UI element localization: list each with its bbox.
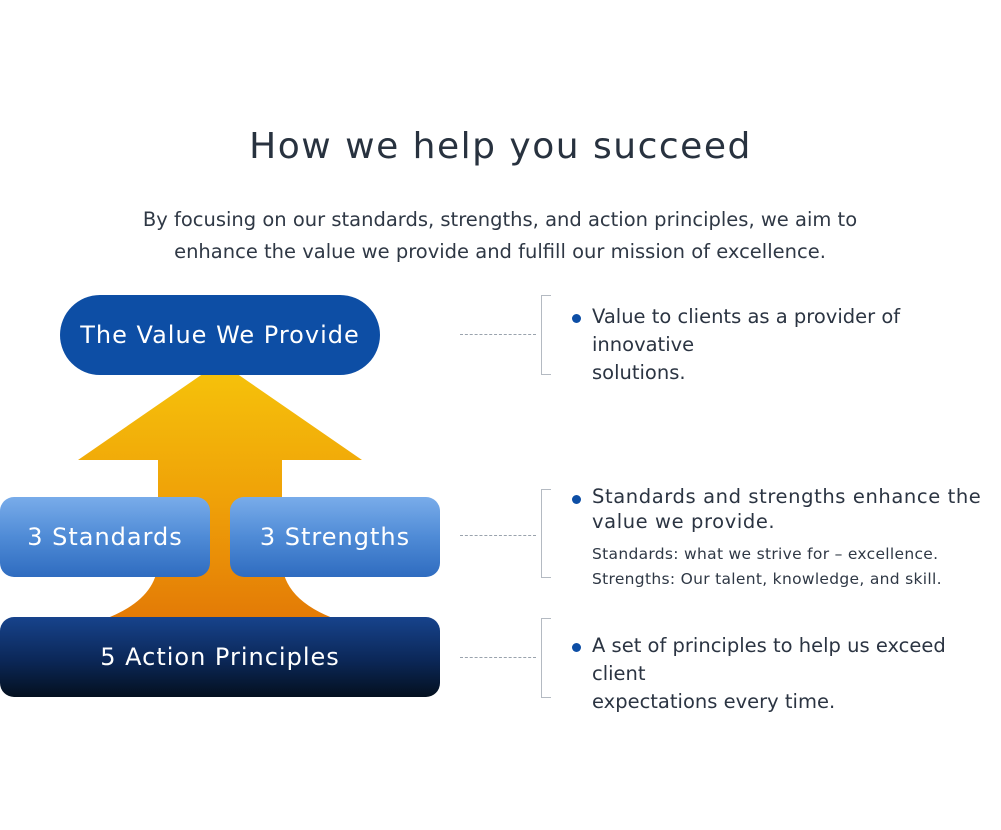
strengths-pill: 3 Strengths xyxy=(230,497,440,577)
strengths-label: 3 Strengths xyxy=(259,523,411,551)
bullet-icon xyxy=(572,643,581,652)
standards-pill: 3 Standards xyxy=(0,497,210,577)
bullet-icon xyxy=(572,314,581,323)
bullet-icon xyxy=(572,495,581,504)
value-note-text: Value to clients as a provider of innova… xyxy=(592,303,1001,387)
action-note: A set of principles to help us exceed cl… xyxy=(572,632,1001,716)
action-connector xyxy=(460,657,536,658)
page-title: How we help you succeed xyxy=(249,126,752,167)
standards-bracket xyxy=(541,489,551,578)
value-note-line-1: Value to clients as a provider of innova… xyxy=(592,305,901,356)
standards-note-text: Standards and strengths enhance the valu… xyxy=(592,484,981,534)
action-note-line-1: A set of principles to help us exceed cl… xyxy=(592,634,946,685)
standards-label: 3 Standards xyxy=(27,523,183,551)
value-connector xyxy=(460,334,536,335)
action-bracket xyxy=(541,618,551,698)
strengths-definition: Strengths: Our talent, knowledge, and sk… xyxy=(592,570,942,588)
standards-definition: Standards: what we strive for – excellen… xyxy=(592,545,939,563)
standards-note: Standards and strengths enhance the valu… xyxy=(572,484,981,592)
standards-note-detail: Standards: what we strive for – excellen… xyxy=(592,542,981,592)
action-principles-pill: 5 Action Principles xyxy=(0,617,440,697)
standards-note-line-2: value we provide. xyxy=(592,510,776,533)
action-note-text: A set of principles to help us exceed cl… xyxy=(592,632,1001,716)
value-we-provide-pill: The Value We Provide xyxy=(60,295,380,375)
intro-line-2: enhance the value we provide and fulfill… xyxy=(174,240,826,263)
action-note-line-2: expectations every time. xyxy=(592,690,836,713)
value-note-line-2: solutions. xyxy=(592,361,686,384)
intro-text: By focusing on our standards, strengths,… xyxy=(140,204,860,268)
standards-connector xyxy=(460,535,536,536)
action-principles-label: 5 Action Principles xyxy=(100,643,340,671)
standards-note-line-1: Standards and strengths enhance the xyxy=(592,485,982,508)
value-note: Value to clients as a provider of innova… xyxy=(572,303,1001,387)
intro-line-1: By focusing on our standards, strengths,… xyxy=(142,208,858,231)
value-we-provide-label: The Value We Provide xyxy=(80,321,360,349)
value-bracket xyxy=(541,295,551,375)
